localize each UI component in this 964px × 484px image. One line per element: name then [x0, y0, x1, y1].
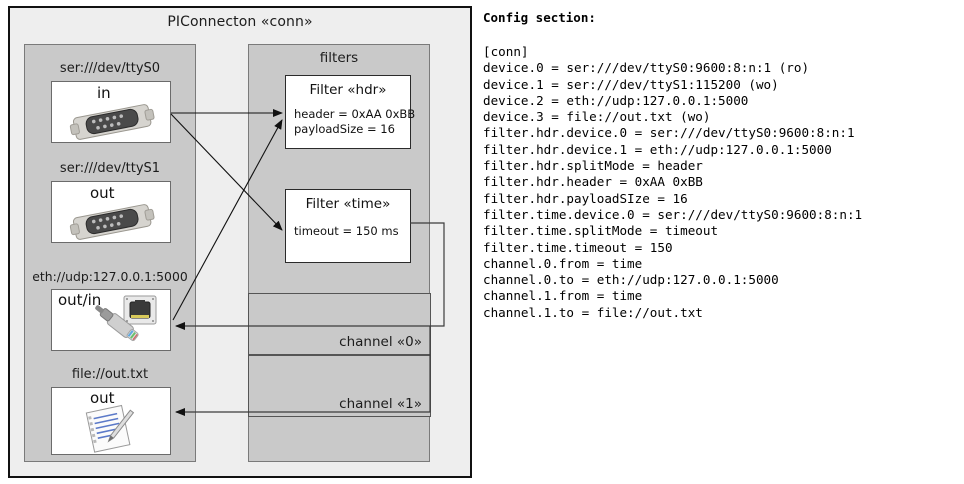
filter-box-hdr[interactable]: Filter «hdr» header = 0xAA 0xBB payloadS…	[285, 75, 415, 149]
device-box-file[interactable]: out	[51, 387, 171, 455]
channel-box-1[interactable]: channel «1»	[248, 355, 431, 417]
device-box-ttys1[interactable]: out	[51, 181, 171, 243]
serial-port-icon	[69, 204, 155, 240]
ethernet-icon	[95, 295, 157, 342]
filter-box-time[interactable]: Filter «time» timeout = 150 ms	[285, 189, 411, 263]
device-tag-out-serial: out	[90, 184, 115, 202]
device-tag-in: in	[97, 84, 111, 102]
devices-panel: ser:///dev/ttyS0 in	[24, 44, 196, 462]
config-heading: Config section:	[483, 10, 596, 25]
device-label-eth: eth://udp:127.0.0.1:5000	[32, 269, 188, 284]
device-box-ttys0[interactable]: in	[51, 81, 171, 143]
pi-connector-diagram: PIConnecton «conn» ser:///dev/ttyS0 in	[8, 6, 472, 478]
filter-attr-hdr-payload: payloadSize = 16	[294, 122, 395, 136]
filters-panel: filters Filter «hdr» header = 0xAA 0xBB …	[248, 44, 431, 462]
device-tag-outin: out/in	[58, 291, 102, 309]
channel-label-1: channel «1»	[339, 396, 422, 412]
device-box-eth[interactable]: out/in	[51, 289, 171, 351]
file-text-icon	[85, 404, 135, 453]
filters-panel-title: filters	[319, 50, 359, 66]
filter-title-hdr: Filter «hdr»	[309, 82, 387, 98]
config-text: [conn] device.0 = ser:///dev/ttyS0:9600:…	[483, 44, 863, 320]
device-label-file: file://out.txt	[71, 367, 149, 382]
serial-port-icon	[69, 104, 155, 140]
filter-attr-time-timeout: timeout = 150 ms	[294, 224, 399, 238]
filter-title-time: Filter «time»	[305, 196, 391, 212]
device-label-ttys1: ser:///dev/ttyS1	[59, 161, 161, 176]
diagram-title: PIConnecton «conn»	[167, 14, 313, 30]
device-tag-out-file: out	[90, 389, 115, 407]
device-label-ttys0: ser:///dev/ttyS0	[59, 61, 161, 76]
channel-box-0[interactable]: channel «0»	[248, 293, 431, 355]
channel-label-0: channel «0»	[339, 334, 422, 350]
config-section: Config section: [conn] device.0 = ser://…	[483, 6, 959, 478]
filter-attr-hdr-header: header = 0xAA 0xBB	[294, 107, 416, 121]
